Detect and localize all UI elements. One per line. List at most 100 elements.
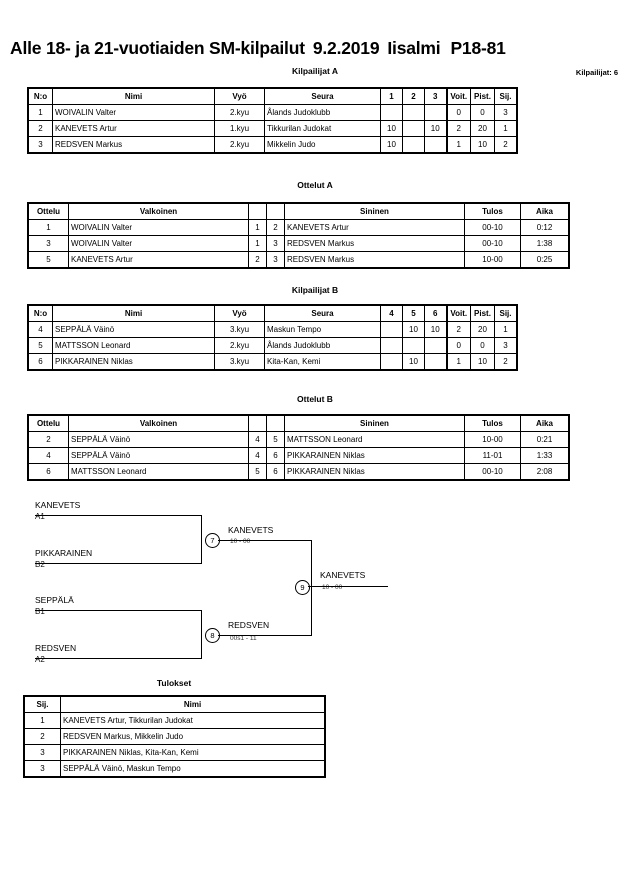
th-club: Seura bbox=[264, 305, 381, 322]
bracket-line bbox=[201, 515, 202, 564]
th-match: Ottelu bbox=[28, 415, 69, 432]
cell-result: 00-10 bbox=[464, 463, 521, 480]
cell-result: 10-00 bbox=[464, 431, 521, 448]
th-m5: 5 bbox=[402, 305, 425, 322]
cell-club: Ålands Judoklubb bbox=[264, 104, 381, 121]
table-row: 1 WOIVALIN Valter 2.kyu Ålands Judoklubb… bbox=[28, 104, 517, 121]
bracket-line bbox=[35, 563, 201, 564]
bracket-entry-seed: A2 bbox=[35, 655, 45, 664]
table-row: 5 MATTSSON Leonard 2.kyu Ålands Judoklub… bbox=[28, 337, 517, 354]
title-event: Alle 18- ja 21-vuotiaiden SM-kilpailut bbox=[10, 38, 305, 58]
cell-points: 0 bbox=[470, 337, 495, 354]
table-row: 3 SEPPÄLÄ Väinö, Maskun Tempo bbox=[24, 760, 325, 777]
cell-club: Kita-Kan, Kemi bbox=[264, 353, 381, 370]
cell-club: Mikkelin Judo bbox=[264, 136, 381, 153]
cell-match: 5 bbox=[28, 251, 69, 268]
cell-name: WOIVALIN Valter bbox=[52, 104, 215, 121]
cell-blue-no: 6 bbox=[266, 463, 285, 480]
cell-white-no: 1 bbox=[248, 219, 267, 236]
cell-time: 0:12 bbox=[520, 219, 569, 236]
cell-rank: 1 bbox=[24, 712, 61, 729]
cell-match: 6 bbox=[28, 463, 69, 480]
bracket-line bbox=[308, 586, 388, 587]
cell-name: REDSVEN Markus, Mikkelin Judo bbox=[60, 728, 325, 745]
th-points: Pist. bbox=[470, 88, 495, 105]
th-result: Tulos bbox=[464, 415, 521, 432]
page-title: Alle 18- ja 21-vuotiaiden SM-kilpailut 9… bbox=[10, 38, 506, 59]
cell-white: WOIVALIN Valter bbox=[68, 235, 249, 252]
cell-time: 0:25 bbox=[520, 251, 569, 268]
th-m2: 2 bbox=[402, 88, 425, 105]
cell-white: SEPPÄLÄ Väinö bbox=[68, 447, 249, 464]
th-time: Aika bbox=[520, 203, 569, 220]
bracket-entry-seed: A1 bbox=[35, 512, 45, 521]
th-m6: 6 bbox=[424, 305, 447, 322]
cell-belt: 2.kyu bbox=[214, 337, 265, 354]
cell-name: SEPPÄLÄ Väinö, Maskun Tempo bbox=[60, 760, 325, 777]
cell-m2 bbox=[402, 104, 425, 121]
bracket-winner-name: REDSVEN bbox=[228, 620, 270, 630]
cell-white: MATTSSON Leonard bbox=[68, 463, 249, 480]
caption-matches-a: Ottelut A bbox=[297, 180, 333, 190]
title-city: Iisalmi bbox=[387, 38, 441, 58]
caption-matches-b: Ottelut B bbox=[297, 394, 333, 404]
cell-rank: 3 bbox=[494, 337, 517, 354]
bracket-match-score: 00s1 - 11 bbox=[230, 635, 257, 642]
th-time: Aika bbox=[520, 415, 569, 432]
th-result: Tulos bbox=[464, 203, 521, 220]
cell-m4 bbox=[380, 353, 403, 370]
table-pool-b: N:o Nimi Vyö Seura 4 5 6 Voit. Pist. Sij… bbox=[28, 305, 517, 370]
cell-belt: 2.kyu bbox=[214, 136, 265, 153]
cell-blue: REDSVEN Markus bbox=[284, 251, 465, 268]
cell-m3 bbox=[424, 136, 447, 153]
th-belt: Vyö bbox=[214, 305, 265, 322]
cell-time: 1:33 bbox=[520, 447, 569, 464]
cell-club: Maskun Tempo bbox=[264, 321, 381, 338]
cell-time: 0:21 bbox=[520, 431, 569, 448]
cell-white: KANEVETS Artur bbox=[68, 251, 249, 268]
cell-result: 00-10 bbox=[464, 219, 521, 236]
bracket-entry-name: PIKKARAINEN bbox=[35, 548, 93, 558]
th-white-no bbox=[248, 203, 267, 220]
th-match: Ottelu bbox=[28, 203, 69, 220]
cell-result: 11-01 bbox=[464, 447, 521, 464]
table-row: 4 SEPPÄLÄ Väinö 3.kyu Maskun Tempo 10 10… bbox=[28, 321, 517, 338]
cell-club: Tikkurilan Judokat bbox=[264, 120, 381, 137]
table-row: 1 WOIVALIN Valter 1 2 KANEVETS Artur 00-… bbox=[28, 219, 569, 236]
bracket-line bbox=[35, 658, 201, 659]
cell-m5: 10 bbox=[402, 353, 425, 370]
th-rank: Sij. bbox=[494, 305, 517, 322]
table-row: 4 SEPPÄLÄ Väinö 4 6 PIKKARAINEN Niklas 1… bbox=[28, 447, 569, 464]
table-row: 3 REDSVEN Markus 2.kyu Mikkelin Judo 10 … bbox=[28, 136, 517, 153]
cell-name: MATTSSON Leonard bbox=[52, 337, 215, 354]
table-header-row: Ottelu Valkoinen Sininen Tulos Aika bbox=[28, 203, 569, 220]
cell-white: WOIVALIN Valter bbox=[68, 219, 249, 236]
cell-rank: 3 bbox=[24, 760, 61, 777]
cell-belt: 2.kyu bbox=[214, 104, 265, 121]
cell-m6: 10 bbox=[424, 321, 447, 338]
th-blue: Sininen bbox=[284, 415, 465, 432]
cell-m2 bbox=[402, 120, 425, 137]
cell-no: 3 bbox=[28, 136, 53, 153]
th-wins: Voit. bbox=[445, 88, 471, 105]
bracket-match-node-9: 9 bbox=[295, 580, 310, 595]
bracket-entry-name: SEPPÄLÄ bbox=[35, 595, 74, 605]
cell-rank: 3 bbox=[24, 744, 61, 761]
competitors-count: Kilpailijat: 6 bbox=[575, 68, 618, 77]
cell-white-no: 4 bbox=[248, 431, 267, 448]
cell-points: 10 bbox=[470, 136, 495, 153]
cell-points: 20 bbox=[470, 120, 495, 137]
cell-name: PIKKARAINEN Niklas, Kita-Kan, Kemi bbox=[60, 744, 325, 761]
cell-no: 1 bbox=[28, 104, 53, 121]
title-weight-class: P18-81 bbox=[450, 38, 506, 58]
title-date: 9.2.2019 bbox=[312, 38, 380, 58]
cell-name: PIKKARAINEN Niklas bbox=[52, 353, 215, 370]
cell-name: SEPPÄLÄ Väinö bbox=[52, 321, 215, 338]
cell-m5: 10 bbox=[402, 321, 425, 338]
cell-name: KANEVETS Artur bbox=[52, 120, 215, 137]
cell-blue-no: 6 bbox=[266, 447, 285, 464]
cell-blue-no: 3 bbox=[266, 235, 285, 252]
cell-blue: MATTSSON Leonard bbox=[284, 431, 465, 448]
cell-m3 bbox=[424, 104, 447, 121]
th-name: Nimi bbox=[60, 696, 325, 713]
